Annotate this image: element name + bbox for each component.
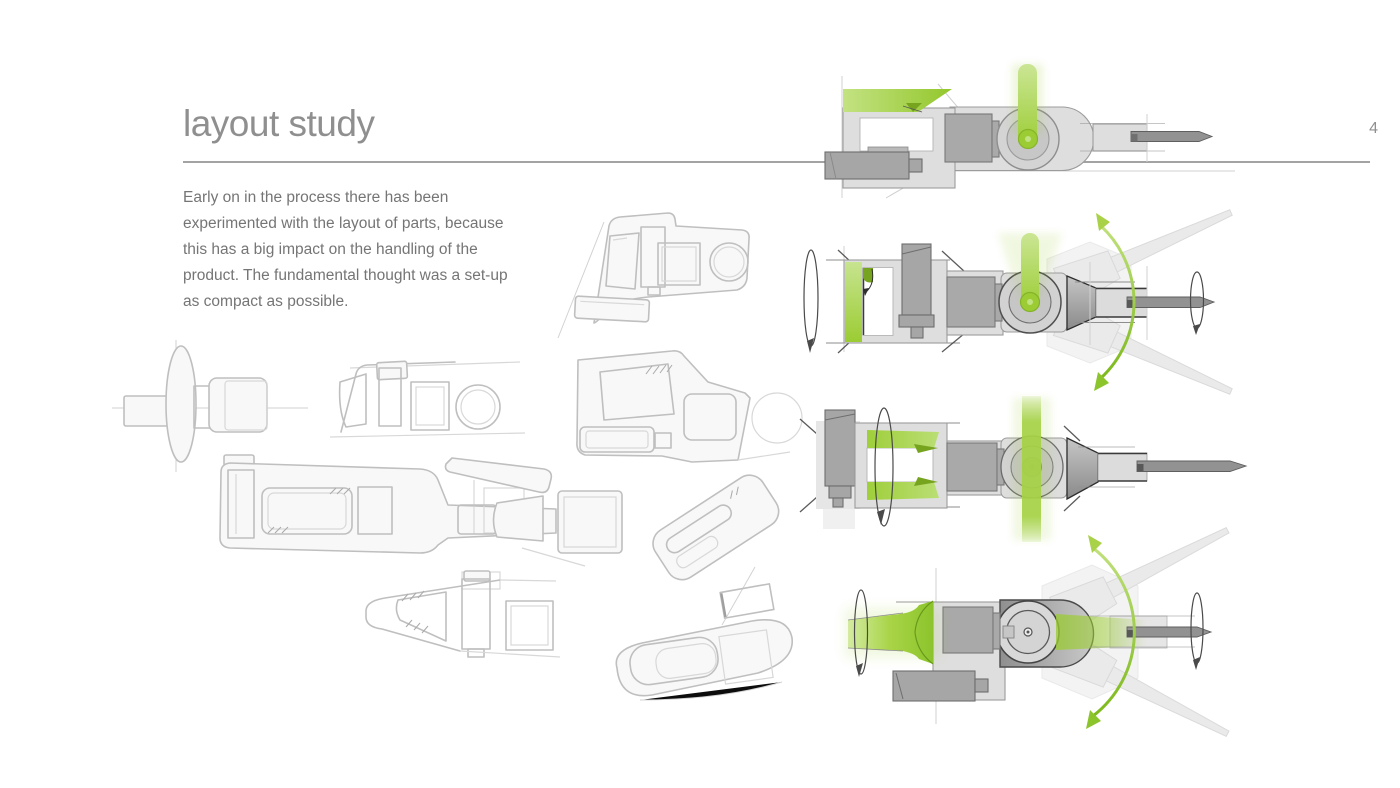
- ghost-panel: [1041, 564, 1139, 700]
- motion-highlight-right: [1056, 614, 1147, 650]
- ghost-blade-upper: [1052, 209, 1233, 308]
- ghost-panel: [1046, 241, 1132, 364]
- motor-block: [946, 442, 998, 492]
- ghost-blade-lower: [1052, 296, 1233, 395]
- rotation-ellipse-icon: [1189, 271, 1205, 335]
- body-plate: [932, 601, 1006, 701]
- drive-shaft: [1002, 625, 1015, 639]
- gear: [1000, 435, 1064, 499]
- ghost-blade-upper: [1048, 526, 1230, 636]
- layout-diagram-2: [803, 209, 1233, 395]
- motion-highlight-bar-bottom: [867, 482, 939, 500]
- saw-blade: [1126, 296, 1216, 308]
- gear: [996, 600, 1060, 664]
- battery-block: [824, 151, 910, 180]
- handle-frame: [842, 107, 956, 189]
- layout-diagrams: [799, 64, 1248, 738]
- page-number: 4: [1369, 120, 1378, 137]
- hatch-marks: [645, 364, 673, 375]
- intro-paragraph: Early on in the process there has been e…: [183, 189, 508, 310]
- rotation-ellipse-icon: [1190, 592, 1204, 670]
- hatch-marks: [267, 487, 351, 534]
- saw-blade: [1130, 131, 1214, 142]
- blade-neck: [1092, 123, 1148, 152]
- motion-highlight-beam: [1021, 233, 1039, 309]
- gear-housing: [999, 599, 1095, 668]
- pivot-nose: [1066, 275, 1097, 332]
- handle-cutout: [859, 117, 934, 152]
- handle-cutout: [866, 447, 934, 483]
- battery-block: [901, 243, 932, 316]
- sketch-front-view: [112, 340, 308, 472]
- rotation-arc-icon: [1094, 213, 1136, 391]
- layout-diagram-3: [799, 396, 1248, 542]
- sketch-side-view-angled: [557, 212, 750, 339]
- rotation-ellipse-icon: [803, 249, 819, 353]
- gear-housing: [1000, 437, 1068, 499]
- motion-highlight-bar-top: [867, 430, 939, 448]
- sketch-side-view-2: [329, 360, 526, 438]
- gear: [998, 270, 1062, 334]
- sketch-body-tilted: [652, 474, 780, 581]
- layout-diagram-4: [845, 526, 1230, 738]
- handle-frame: [854, 422, 948, 509]
- motion-highlight-beam: [1018, 64, 1037, 148]
- saw-blade: [1126, 626, 1213, 638]
- drive-shaft: [1004, 295, 1018, 309]
- motor-block: [942, 606, 994, 654]
- rotation-arc-icon: [1086, 535, 1136, 729]
- layout-diagram-1: [824, 64, 1235, 199]
- saw-blade: [1136, 460, 1248, 472]
- sketch-nose-assembly: [444, 457, 623, 590]
- sketch-handle-loop: [365, 570, 561, 658]
- ghost-blade-lower: [1048, 628, 1230, 738]
- motor-block: [944, 113, 993, 163]
- sketch-body-slanted: [576, 350, 803, 463]
- handle-cutout: [862, 267, 894, 336]
- battery-block: [892, 670, 976, 702]
- motion-highlight-handle: [848, 601, 933, 664]
- motor-block: [946, 276, 996, 328]
- drive-shaft: [1006, 460, 1019, 474]
- sketch-top-view-oval: [615, 566, 793, 701]
- battery-block: [824, 409, 856, 487]
- sketch-top-view-long: [219, 454, 587, 554]
- motion-highlight-band: [1022, 396, 1041, 542]
- pivot-nose: [1066, 436, 1099, 501]
- motion-highlight-top: [843, 89, 952, 112]
- rotation-ellipse-icon: [874, 407, 894, 527]
- title-rule: [183, 161, 1370, 163]
- rotation-ellipse-icon: [853, 589, 869, 677]
- handle-frame: [843, 259, 948, 344]
- hatch-marks: [401, 590, 429, 634]
- page-title: layout study: [183, 103, 375, 144]
- gear-housing: [1000, 272, 1068, 333]
- motion-highlight-bar: [845, 262, 862, 342]
- drive-shaft: [1001, 131, 1014, 146]
